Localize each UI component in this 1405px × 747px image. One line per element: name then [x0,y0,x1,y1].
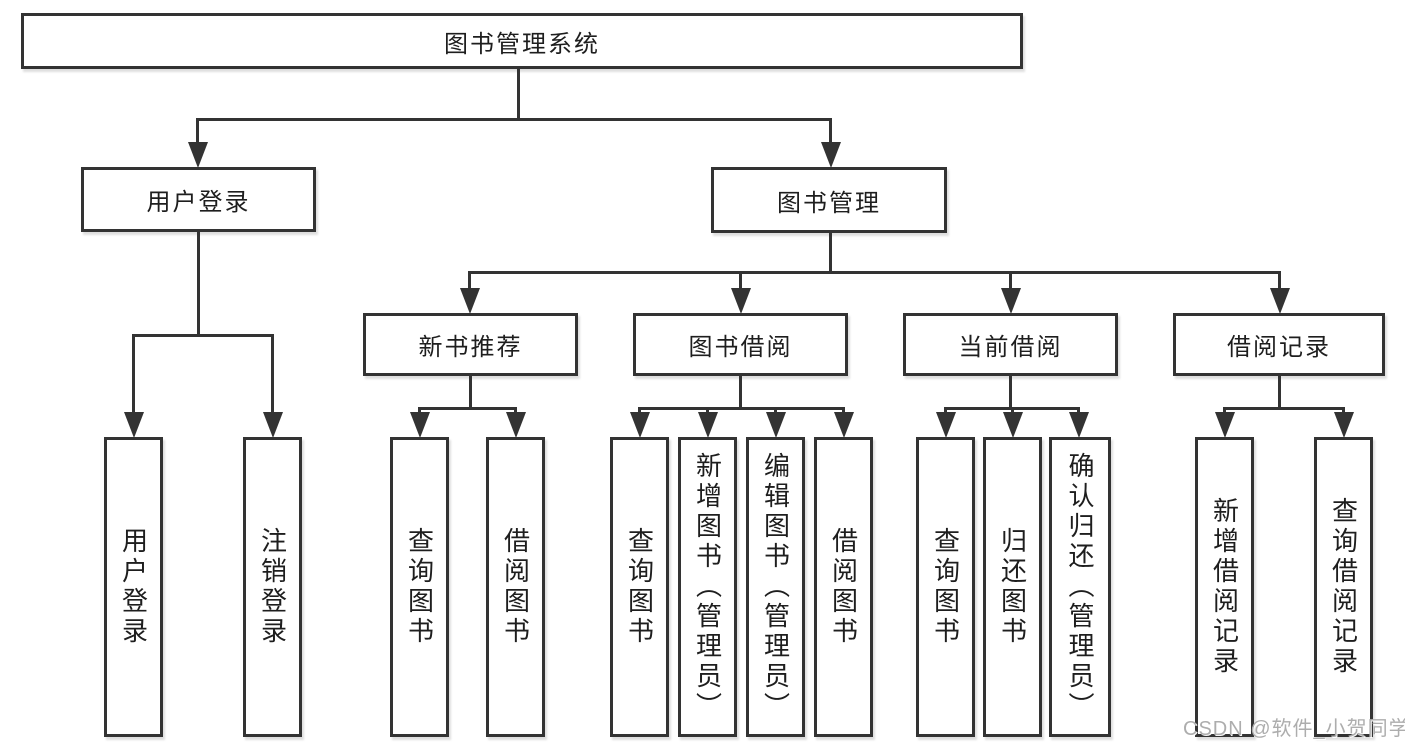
leaf-add-borrow-record: 新增借阅记录 [1195,437,1254,737]
arrow-down-icon [766,412,786,438]
connector-line [1011,407,1014,416]
connector-line [829,233,832,274]
leaf-add-book-admin: 新增图书（管理员） [678,437,737,737]
node-new-book-recommendation-label: 新书推荐 [418,334,523,361]
leaf-edit-book-admin: 编辑图书（管理员） [746,437,805,737]
arrow-down-icon [731,288,751,314]
leaf-query-books-borrowing: 查询图书 [610,437,669,737]
leaf-return-book-label: 归还图书 [997,527,1028,647]
connector-line [1223,407,1226,416]
connector-line [1223,407,1345,410]
node-borrow-records-label: 借阅记录 [1227,334,1331,361]
leaf-confirm-return-admin-label: 确认归还（管理员） [1065,452,1095,722]
connector-line [638,407,641,416]
node-book-borrowing: 图书借阅 [633,313,848,376]
csdn-watermark: CSDN @软件_小贺同学 [1183,718,1405,740]
connector-line [469,376,472,410]
leaf-query-borrow-record-label: 查询借阅记录 [1328,497,1359,677]
node-new-book-recommendation: 新书推荐 [363,313,578,376]
arrow-down-icon [698,412,718,438]
node-current-borrowing-label: 当前借阅 [958,334,1063,361]
connector-line [1342,407,1345,416]
connector-line [774,407,777,416]
leaf-add-borrow-record-label: 新增借阅记录 [1209,497,1240,677]
connector-line [196,118,199,146]
leaf-query-borrow-record: 查询借阅记录 [1314,437,1373,737]
arrow-down-icon [1270,288,1290,314]
connector-line [197,232,200,337]
connector-line [196,118,832,121]
leaf-logout-label: 注销登录 [257,527,288,647]
arrow-down-icon [460,288,480,314]
connector-line [739,271,742,290]
leaf-query-books-recommend: 查询图书 [390,437,449,737]
leaf-borrow-book-borrowing-label: 借阅图书 [828,527,859,647]
arrow-down-icon [410,412,430,438]
arrow-down-icon [1003,412,1023,438]
connector-line [829,118,832,146]
leaf-query-books-recommend-label: 查询图书 [404,527,435,647]
arrow-down-icon [124,412,144,438]
arrow-down-icon [1215,412,1235,438]
arrow-down-icon [1334,412,1354,438]
node-book-management: 图书管理 [711,167,947,233]
arrow-down-icon [821,142,841,168]
leaf-return-book: 归还图书 [983,437,1042,737]
connector-line [418,407,517,410]
leaf-edit-book-admin-label: 编辑图书（管理员） [760,452,791,722]
leaf-query-books-current: 查询图书 [916,437,975,737]
connector-line [132,334,135,415]
arrow-down-icon [630,412,650,438]
node-current-borrowing: 当前借阅 [903,313,1118,376]
arrow-down-icon [506,412,526,438]
leaf-query-books-current-label: 查询图书 [930,527,961,647]
connector-line [468,271,471,290]
arrow-down-icon [834,412,854,438]
leaf-add-book-admin-label: 新增图书（管理员） [692,452,723,722]
leaf-user-login-label: 用户登录 [118,527,149,647]
connector-line [517,69,520,118]
node-root: 图书管理系统 [21,13,1023,69]
leaf-borrow-book-recommend-label: 借阅图书 [500,527,531,647]
node-book-borrowing-label: 图书借阅 [688,334,793,361]
leaf-query-books-borrowing-label: 查询图书 [624,527,655,647]
leaf-logout: 注销登录 [243,437,302,737]
connector-line [1077,407,1080,416]
connector-line [1009,376,1012,410]
node-borrow-records: 借阅记录 [1173,313,1385,376]
leaf-user-login: 用户登录 [104,437,163,737]
connector-line [706,407,709,416]
leaf-borrow-book-borrowing: 借阅图书 [814,437,873,737]
connector-line [1009,271,1012,290]
connector-line [638,407,845,410]
connector-line [842,407,845,416]
connector-line [132,334,274,337]
node-book-management-label: 图书管理 [777,189,881,217]
arrow-down-icon [263,412,283,438]
connector-line [418,407,421,416]
connector-line [1278,376,1281,410]
connector-line [514,407,517,416]
connector-line [271,334,274,415]
node-user-login: 用户登录 [81,167,316,232]
leaf-borrow-book-recommend: 借阅图书 [486,437,545,737]
arrow-down-icon [188,142,208,168]
connector-line [1278,271,1281,290]
connector-line [739,376,742,410]
node-user-login-label: 用户登录 [146,189,251,216]
connector-line [468,271,1281,274]
node-root-label: 图书管理系统 [444,30,600,58]
arrow-down-icon [1001,288,1021,314]
arrow-down-icon [1069,412,1089,438]
leaf-confirm-return-admin: 确认归还（管理员） [1049,437,1111,737]
connector-line [944,407,947,416]
arrow-down-icon [936,412,956,438]
